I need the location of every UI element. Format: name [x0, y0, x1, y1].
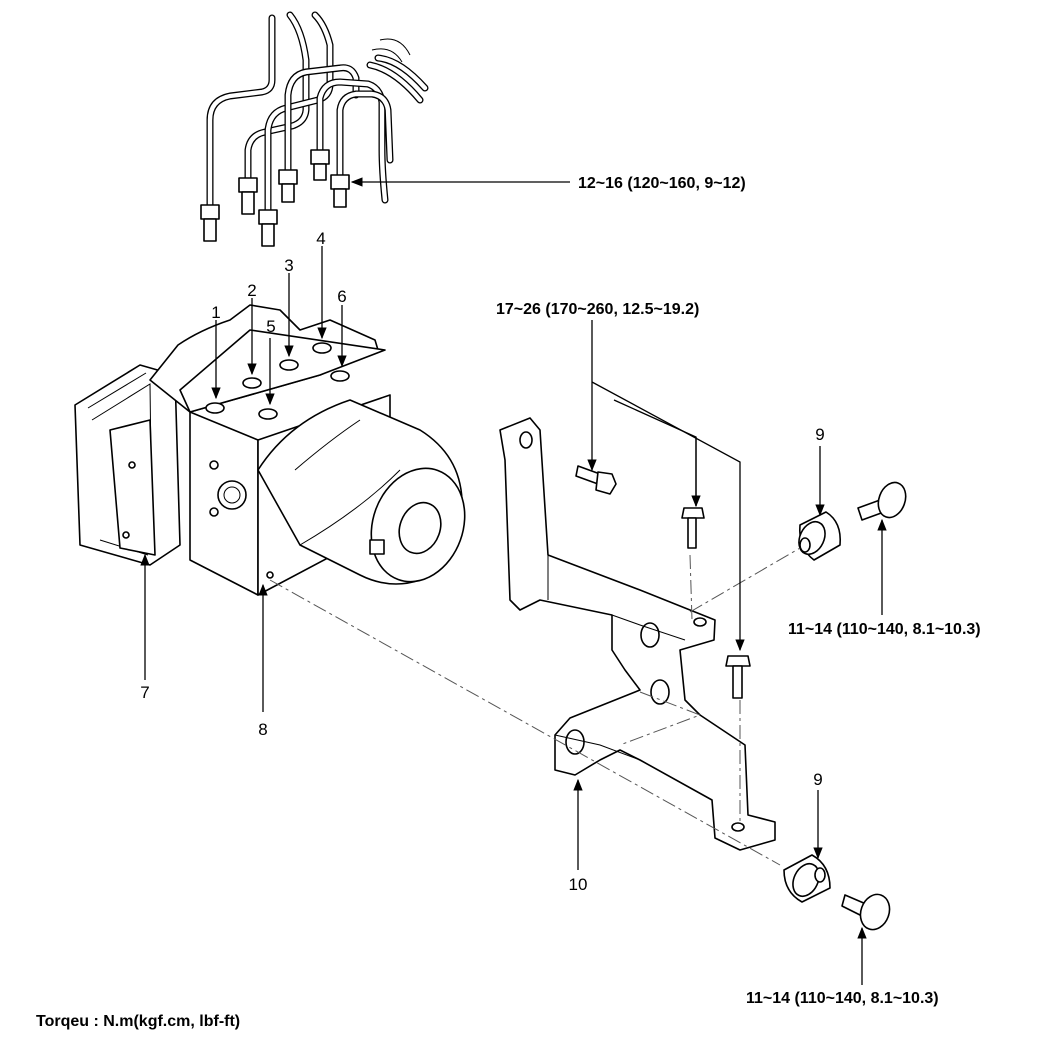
connector-plate [109, 419, 156, 556]
callout-numbers: 1 2 3 4 5 6 7 8 9 9 10 [140, 229, 824, 894]
callout-1: 1 [211, 303, 220, 322]
torque-bracket-bolts: 17~26 (170~260, 12.5~19.2) [496, 301, 699, 318]
callout-5: 5 [266, 317, 275, 336]
mount-bushing-upper [798, 511, 842, 561]
callout-4: 4 [316, 229, 325, 248]
mount-bolt-upper [857, 481, 907, 521]
bracket-bolt-left [575, 465, 617, 495]
mounting-bracket [499, 417, 776, 851]
block-top-face [179, 329, 386, 413]
brake-tubes [200, 11, 429, 247]
callout-9-lower: 9 [813, 770, 822, 789]
torque-brake-tube-nuts: 12~16 (120~160, 9~12) [578, 175, 746, 192]
mount-bolt-lower [841, 893, 891, 931]
bracket-bolt-right [725, 655, 751, 699]
callout-6: 6 [337, 287, 346, 306]
torque-unit-footnote: Torqeu : N.m(kgf.cm, lbf-ft) [36, 1013, 240, 1030]
callout-3: 3 [284, 256, 293, 275]
torque-mount-bolt-upper: 11~14 (110~140, 8.1~10.3) [788, 621, 981, 638]
hecu-assembly [74, 304, 466, 596]
callout-8: 8 [258, 720, 267, 739]
torque-mount-bolt-lower: 11~14 (110~140, 8.1~10.3) [746, 990, 939, 1007]
callout-10: 10 [569, 875, 588, 894]
leader-lines [140, 177, 887, 985]
alignment-lines [269, 547, 801, 866]
bracket-bolts [575, 465, 751, 699]
callout-7: 7 [140, 683, 149, 702]
bracket-bolt-middle [681, 507, 705, 549]
callout-9-upper: 9 [815, 425, 824, 444]
callout-2: 2 [247, 281, 256, 300]
mount-bushing-lower [783, 854, 831, 903]
torque-labels: 12~16 (120~160, 9~12) 17~26 (170~260, 12… [36, 175, 981, 1030]
